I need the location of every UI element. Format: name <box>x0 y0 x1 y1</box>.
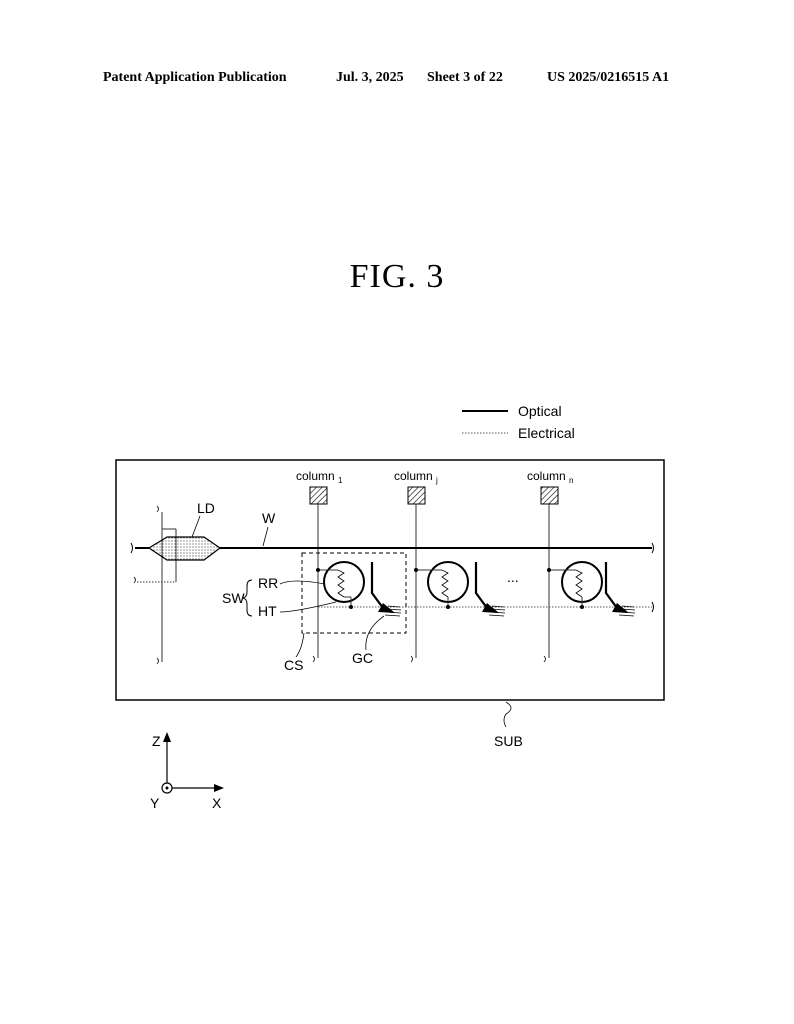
ring-resonator <box>323 561 365 603</box>
column-pad-n <box>540 486 559 505</box>
cell-j <box>414 561 506 617</box>
header-number: US 2025/0216515 A1 <box>547 70 670 85</box>
left-electrical-line <box>133 505 177 665</box>
column-pad-1 <box>309 486 328 505</box>
column-label-j: column j <box>394 469 438 485</box>
label-gc: GC <box>352 650 373 666</box>
label-cs: CS <box>284 657 303 673</box>
laser-diode <box>147 536 222 561</box>
legend: Optical Electrical <box>462 403 575 441</box>
svg-text:column: column <box>296 469 335 483</box>
header-publication: Patent Application Publication <box>103 70 287 85</box>
axis-y: Y <box>150 795 160 811</box>
grating-coupler <box>378 603 395 613</box>
cell-switch-box <box>301 552 407 634</box>
label-w: W <box>262 510 276 526</box>
cell-1 <box>316 561 402 617</box>
header-date: Jul. 3, 2025 <box>336 70 404 85</box>
svg-text:column: column <box>394 469 433 483</box>
svg-text:j: j <box>435 476 438 485</box>
label-ld: LD <box>197 500 215 516</box>
substrate-box <box>115 459 665 701</box>
axis-x: X <box>212 795 222 811</box>
figure-title: FIG. 3 <box>349 258 445 295</box>
axis-z: Z <box>152 733 161 749</box>
svg-text:n: n <box>569 476 573 485</box>
label-sub: SUB <box>494 733 523 749</box>
column-label-1: column 1 <box>296 469 343 485</box>
legend-optical: Optical <box>518 403 562 419</box>
legend-electrical: Electrical <box>518 425 575 441</box>
svg-text:column: column <box>527 469 566 483</box>
column-lines <box>317 504 550 658</box>
ellipsis: ... <box>507 569 519 585</box>
header-sheet: Sheet 3 of 22 <box>427 70 503 85</box>
label-ht: HT <box>258 603 277 619</box>
column-label-n: column n <box>527 469 573 485</box>
cell-n <box>547 561 636 617</box>
label-sw: SW <box>222 590 245 606</box>
svg-text:1: 1 <box>338 476 343 485</box>
column-pad-j <box>407 486 426 505</box>
heater <box>337 569 345 598</box>
axis-indicator: Z Y X <box>150 732 224 811</box>
label-rr: RR <box>258 575 278 591</box>
